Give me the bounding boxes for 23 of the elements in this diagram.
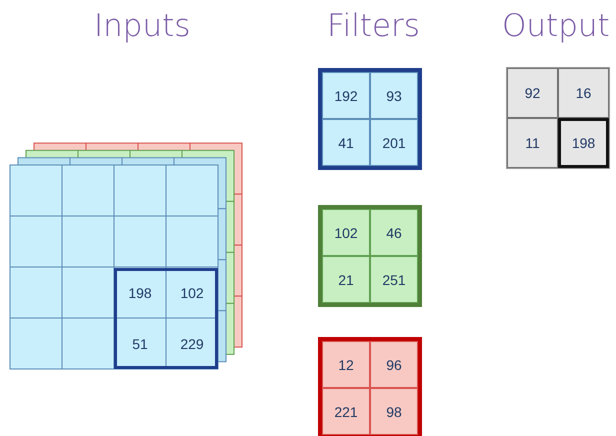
matrix-cell: 251 — [370, 256, 418, 303]
matrix-value: 229 — [179, 335, 205, 354]
matrix-cell: 221 — [322, 388, 370, 435]
matrix-cell: 93 — [370, 72, 418, 119]
matrix-cell: 46 — [370, 209, 418, 256]
matrix-value: 51 — [131, 335, 149, 354]
heading: Inputs — [94, 8, 190, 44]
matrix-cell: 102 — [322, 209, 370, 256]
matrix-cell: 12 — [322, 341, 370, 388]
matrix-cell: 21 — [322, 256, 370, 303]
matrix-cell: 198 — [558, 118, 609, 168]
matrix-cell: 201 — [370, 119, 418, 166]
matrix-cell: 92 — [507, 68, 558, 118]
matrix-cell: 41 — [322, 119, 370, 166]
matrix-value: 102 — [179, 284, 205, 303]
heading: Filters — [327, 8, 420, 44]
heading: Output — [502, 8, 610, 44]
matrix-cell: 98 — [370, 388, 418, 435]
matrix-value: 198 — [127, 284, 153, 303]
matrix-cell: 96 — [370, 341, 418, 388]
matrix-cell: 16 — [558, 68, 609, 118]
matrix-cell: 11 — [507, 118, 558, 168]
matrix-cell: 192 — [322, 72, 370, 119]
